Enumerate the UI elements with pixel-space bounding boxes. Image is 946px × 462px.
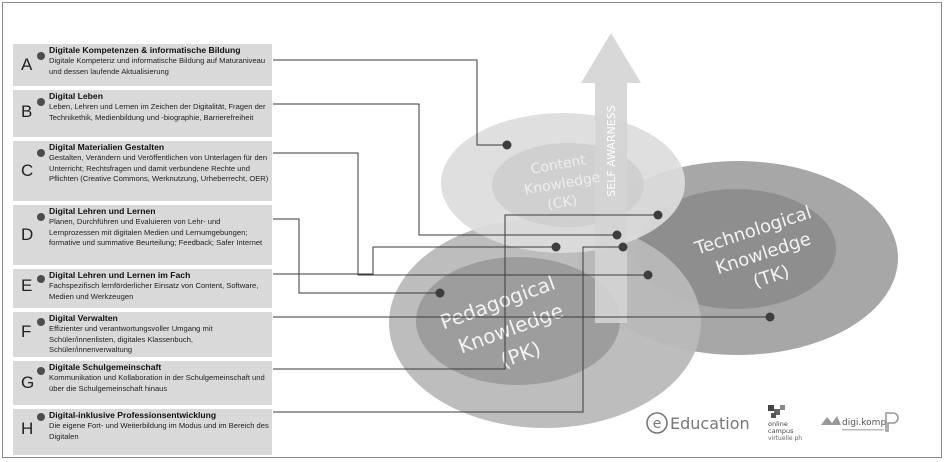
dot-d <box>435 288 445 298</box>
category-letter: F <box>21 322 32 341</box>
category-title: Digital Materialien Gestalten <box>49 142 165 152</box>
connector-b <box>273 103 617 236</box>
category-description: Planen, Durchführen und Evaluieren von L… <box>49 217 263 248</box>
category-description: Digitale Kompetenz und informatische Bil… <box>49 56 266 76</box>
category-description: Gestalten, Verändern und Veröffentlichen… <box>49 153 269 184</box>
logos-svg: e Education online campus virtuelle ph d… <box>646 405 899 442</box>
education-logo-text: Education <box>670 414 750 433</box>
category-letter: G <box>21 373 35 392</box>
category-title: Digital-inklusive Professionsentwicklung <box>49 410 217 420</box>
dot-g <box>653 210 663 220</box>
self-awareness-arrow <box>581 33 641 323</box>
dot-c <box>643 270 653 280</box>
onlinecampus-line2: campus <box>768 427 794 435</box>
connector-a <box>273 59 507 146</box>
digikomp-text: digi.komp <box>842 418 886 428</box>
category-letter: C <box>21 161 34 180</box>
connector-h <box>273 246 623 413</box>
category-bullet-icon <box>37 275 45 283</box>
svg-text:e: e <box>653 416 662 432</box>
dot-f <box>765 312 775 322</box>
category-title: Digital Verwalten <box>49 313 118 323</box>
onlinecampus-logo: online campus virtuelle ph <box>768 405 802 442</box>
dot-a <box>502 140 512 150</box>
category-bullet-icon <box>37 149 45 157</box>
category-bullet-icon <box>37 98 45 106</box>
onlinecampus-line1: online <box>768 420 788 428</box>
category-title: Digital Leben <box>49 91 103 101</box>
logo-bar: e Education online campus virtuelle ph d… <box>643 403 903 443</box>
category-description: Effizienter und verantwortungsvoller Umg… <box>49 324 213 355</box>
category-letter: H <box>21 419 34 438</box>
category-description: Leben, Lehren und Lernen im Zeichen der … <box>49 102 266 122</box>
category-h: H Digital-inklusive Professionsentwicklun… <box>13 409 272 457</box>
category-description: Die eigene Fort- und Weiterbildung im Mo… <box>49 421 269 441</box>
category-letter: A <box>21 55 33 74</box>
category-a: A Digitale Kompetenzen & informatische Bi… <box>13 44 272 88</box>
category-title: Digital Lehren und Lernen im Fach <box>49 270 191 280</box>
category-letter: E <box>21 276 33 295</box>
category-description: Kommunikation und Kollaboration in der S… <box>49 373 265 393</box>
self-awareness-label: SELF AWARNESS <box>605 105 618 196</box>
education-logo: e Education <box>646 412 750 434</box>
ck-label-line3: (CK) <box>546 193 578 214</box>
category-bullet-icon <box>37 213 45 221</box>
category-bullet-icon <box>37 318 45 326</box>
digikomp-logo: digi.komp <box>821 412 899 432</box>
connector-e <box>273 246 556 275</box>
category-title: Digitale Kompetenzen & informatische Bil… <box>49 45 241 55</box>
category-title: Digital Lehren und Lernen <box>49 206 156 216</box>
category-title: Digitale Schulgemeinschaft <box>49 362 162 372</box>
pk-inner-circle <box>416 257 620 385</box>
dot-b <box>612 230 622 240</box>
connector-d <box>273 218 440 294</box>
connector-g <box>273 214 658 370</box>
dot-h <box>618 242 628 252</box>
category-bullet-icon <box>37 367 45 375</box>
category-bullet-icon <box>37 52 45 60</box>
onlinecampus-line3: virtuelle ph <box>768 435 802 442</box>
category-bullet-icon <box>37 413 45 421</box>
tpack-diagram: Content Knowledge (CK) Technological Kno… <box>273 33 898 428</box>
category-description: Fachspezifisch lernförderlicher Einsatz … <box>49 281 259 301</box>
category-letter: B <box>21 102 33 121</box>
category-letter: D <box>21 225 34 244</box>
dot-e <box>551 242 561 252</box>
connector-c <box>273 152 648 276</box>
